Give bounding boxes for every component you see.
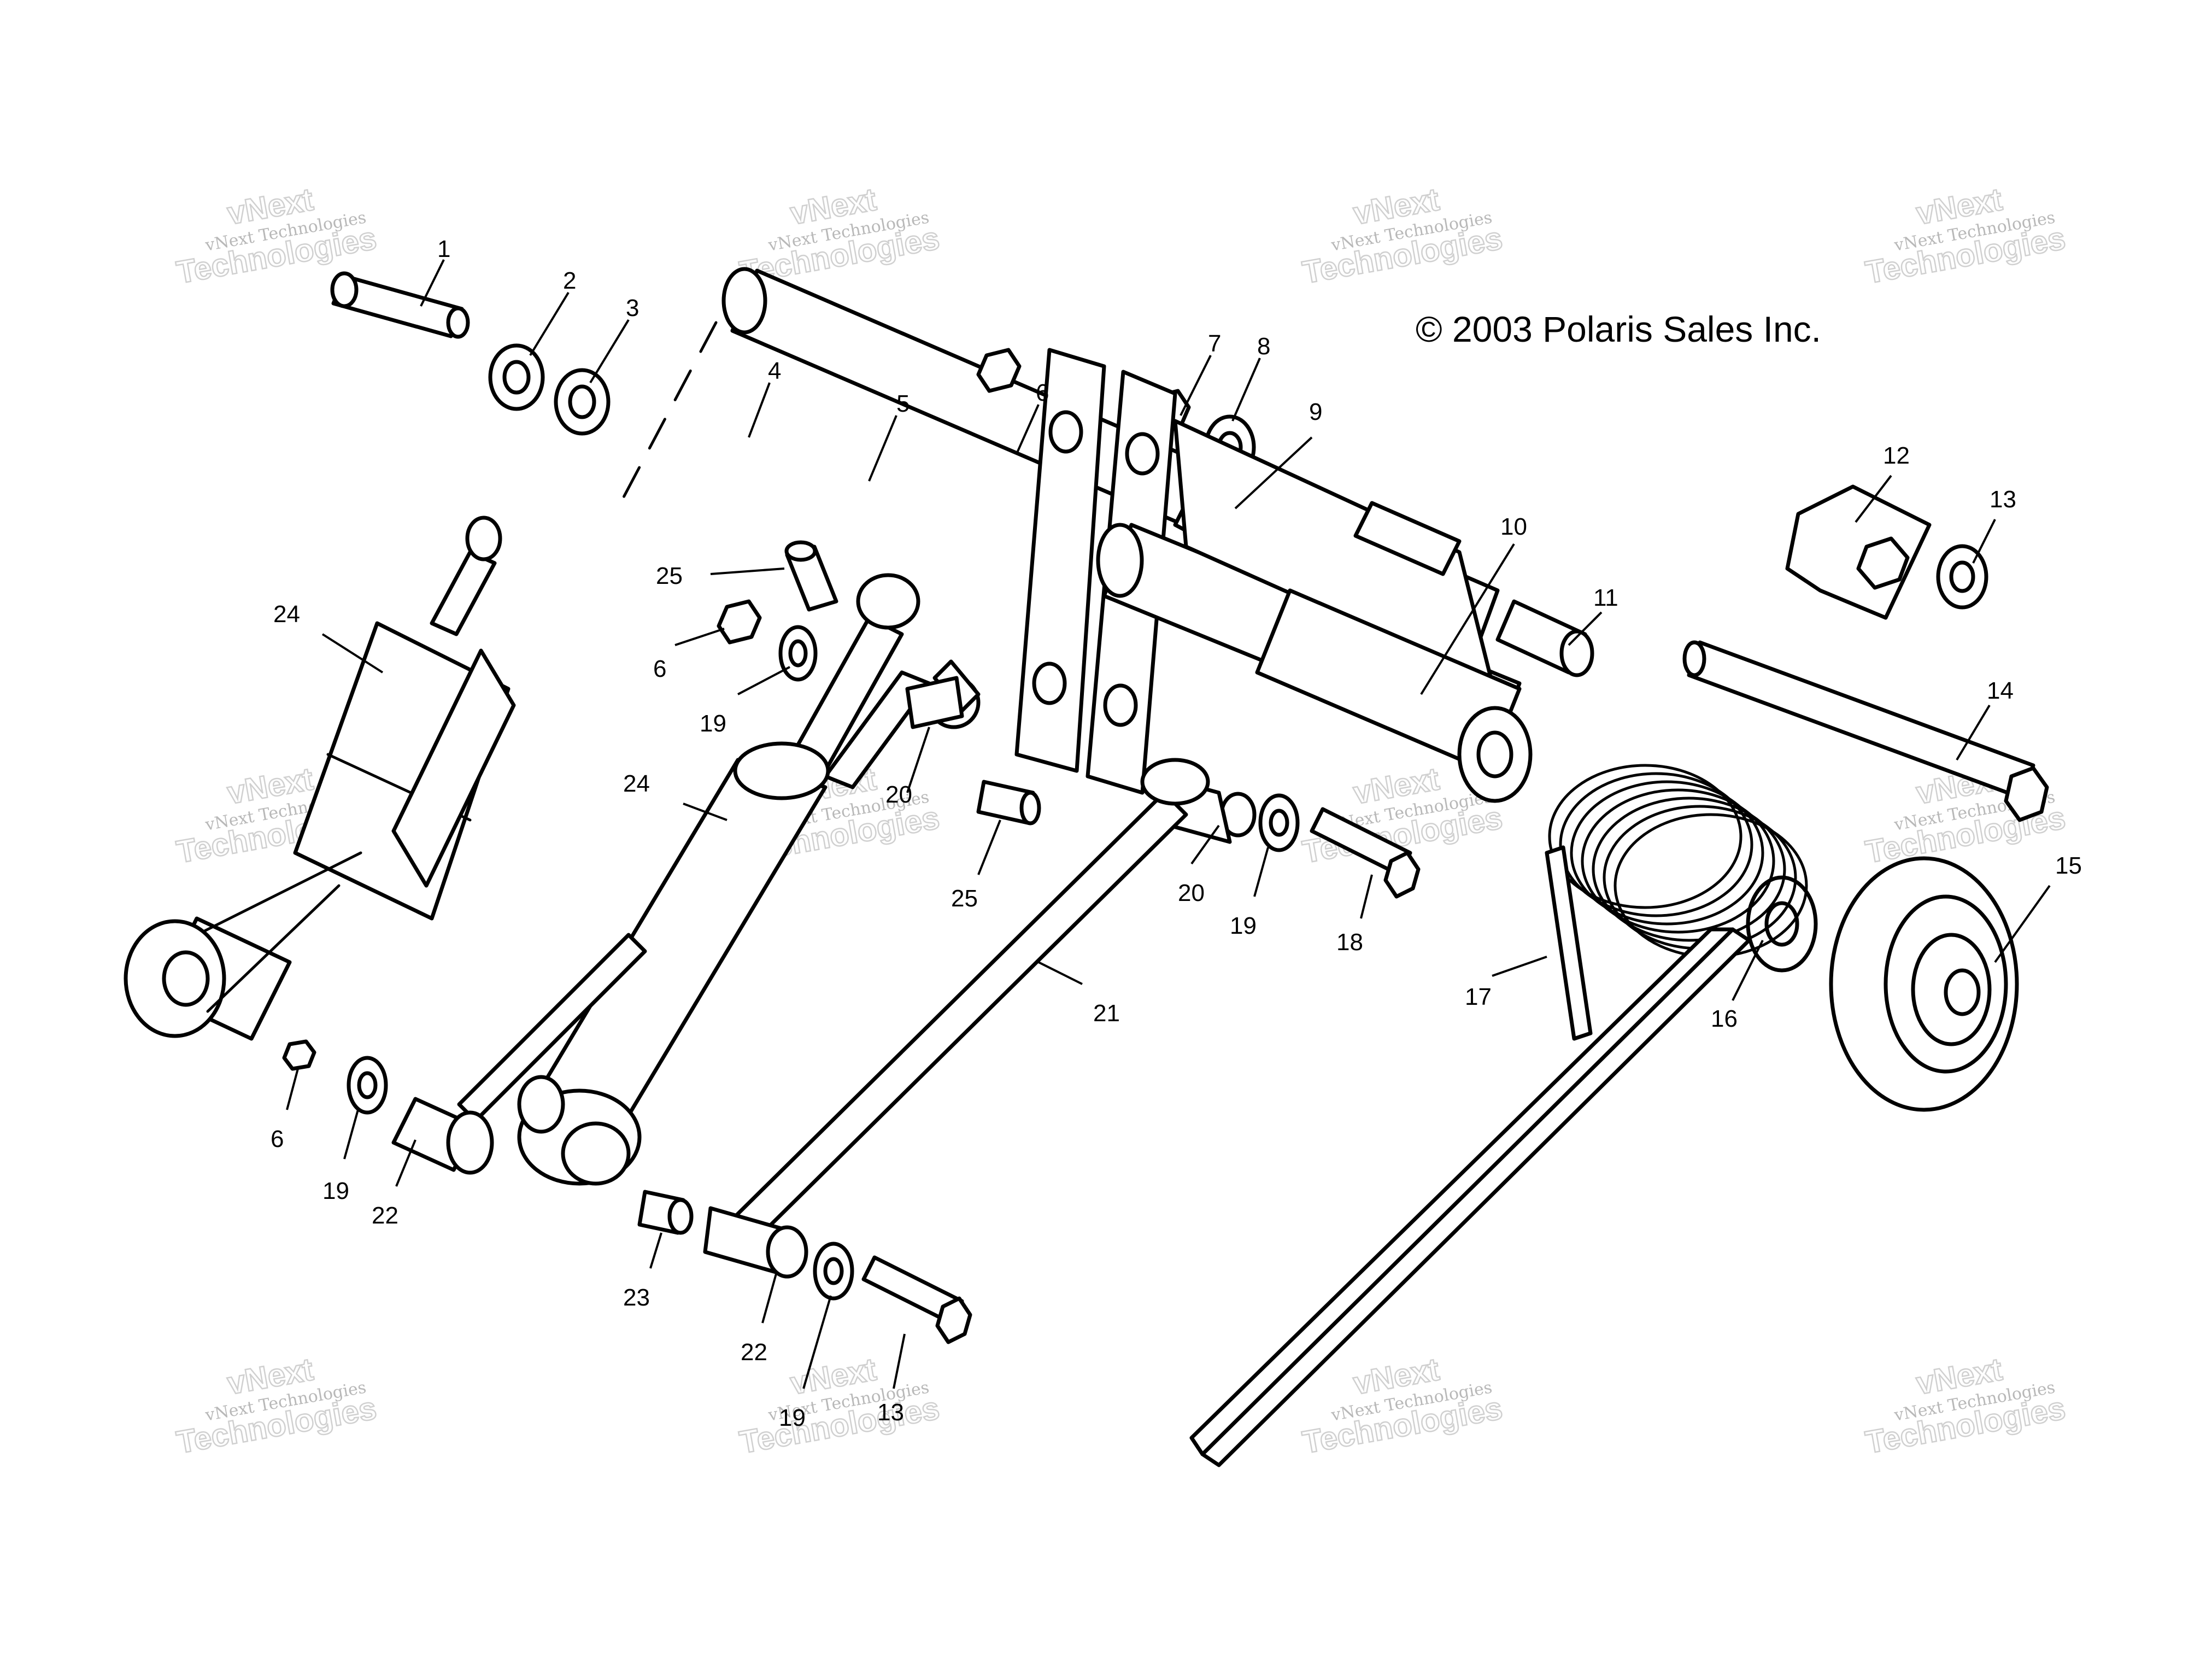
watermark: vNext Technologies vNext Technologies [1862,1351,2069,1461]
callout-19: 19 [700,710,726,737]
callout-6: 6 [1036,379,1049,406]
callout-13: 13 [1990,486,2016,513]
callout-8: 8 [1257,333,1270,360]
callout-22: 22 [741,1339,767,1366]
part-6-nut [976,348,1022,393]
part-25-bushing [976,780,1041,826]
part-1-bolt [330,271,470,339]
callout-1: 1 [437,236,450,262]
part-16-washer [1746,875,1818,973]
leader-lines [286,259,2051,1389]
part-23-bushing [637,1190,694,1235]
callout-6: 6 [271,1126,284,1152]
callout-20: 20 [885,781,912,808]
callout-24: 24 [623,770,650,797]
watermark: vNext Technologies vNext Technologies [173,1351,380,1461]
callout-21: 21 [1093,1000,1120,1027]
part-12-adjuster-block [1785,484,1932,620]
part-13-washer [1936,544,1988,610]
part-18-bolt [1310,807,1421,899]
callout-24: 24 [273,601,300,628]
part-19-washer [1258,793,1300,852]
part-6-nut [282,1039,316,1071]
callout-7: 7 [1208,330,1221,357]
part-17-torsion-spring [1189,764,1808,1467]
part-14-bolt [1682,640,2049,822]
callout-12: 12 [1883,442,1910,469]
callout-4: 4 [768,358,781,384]
copyright-notice: © 2003 Polaris Sales Inc. [1416,309,1821,349]
callout-18: 18 [1336,929,1363,956]
callout-5: 5 [896,390,910,417]
part-10-pivot-arm [1096,419,1533,803]
callout-10: 10 [1500,513,1527,540]
callout-11: 11 [1593,584,1618,611]
callout-22: 22 [372,1202,398,1229]
callout-19: 19 [779,1404,806,1431]
part-13-bolt [861,1255,972,1344]
callout-16: 16 [1711,1005,1738,1032]
part-2-washer [488,343,545,411]
callout-17: 17 [1465,984,1492,1010]
callout-6: 6 [653,655,666,682]
watermark: vNext Technologies vNext Technologies [1862,181,2069,291]
callout-25: 25 [951,885,978,912]
part-15-idler-wheel [1829,856,2019,1112]
callout-20: 20 [1178,880,1205,906]
part-25-bushing [784,540,838,612]
part-11-shaft-end [1495,599,1594,677]
callout-13: 13 [877,1399,904,1426]
callout-23: 23 [623,1284,650,1311]
callout-25: 25 [656,563,683,589]
watermark: vNext Technologies vNext Technologies [1299,181,1506,291]
part-19-washer [778,625,818,682]
part-19-washer [347,1056,388,1115]
callout-3: 3 [626,295,639,321]
part-3-washer [554,368,611,436]
dashed-axis-line [616,321,718,510]
callout-2: 2 [563,267,576,294]
callout-14: 14 [1987,677,2014,704]
callout-19: 19 [322,1178,349,1204]
part-22-bushing [703,1206,808,1279]
watermark: vNext Technologies vNext Technologies [736,181,943,291]
callout-9: 9 [1309,399,1322,425]
part-22-bushing [391,933,647,1175]
callout-19: 19 [1230,912,1257,939]
part-24-upper-arm [517,573,981,1186]
part-19-washer [813,1242,854,1301]
part-6-nut [717,599,762,645]
callout-labels: 1 2 3 4 5 6 7 8 9 10 11 12 13 14 15 16 1… [271,236,2082,1431]
callout-15: 15 [2055,852,2082,879]
part-20-pin [905,676,964,729]
part-24-shock-absorber [124,516,516,1041]
